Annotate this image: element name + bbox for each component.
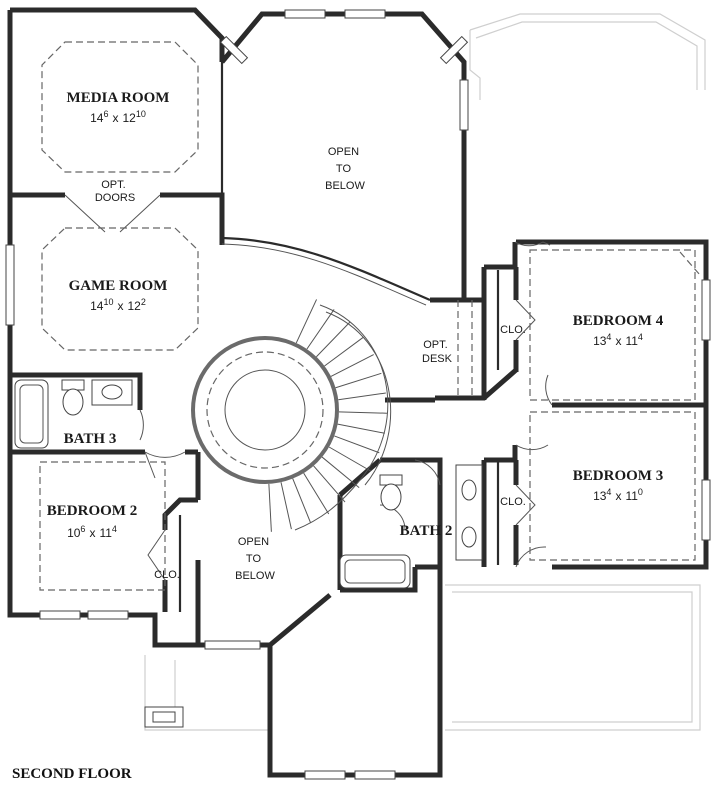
bath-fixtures (14, 379, 483, 589)
stair-tread (335, 372, 382, 389)
doors (64, 194, 553, 581)
plan-title: SECOND FLOOR (12, 766, 132, 782)
windows (5, 9, 711, 780)
stair-tread (338, 411, 387, 414)
stair-tread (313, 465, 346, 503)
stair-tread (330, 354, 374, 377)
spiral-stairs (191, 299, 392, 532)
stair-tread (292, 478, 312, 524)
ceiling-outlines (39, 41, 701, 591)
stair-tread (328, 446, 371, 472)
bedroom2-name: BEDROOM 2 (47, 503, 137, 519)
lower-floor-outline (144, 13, 706, 731)
bedroom3-name: BEDROOM 3 (573, 468, 663, 484)
opt-doors-label: OPT. DOORS (95, 179, 135, 204)
stair-tread (268, 483, 272, 532)
media-room-name: MEDIA ROOM (67, 90, 170, 106)
bath2-name: BATH 2 (400, 523, 453, 539)
open-below-bottom-label: OPEN TO BELOW (235, 536, 275, 582)
bedroom4-name: BEDROOM 4 (573, 313, 664, 329)
interior-walls (10, 62, 706, 612)
stair-tread (338, 392, 386, 401)
stair-tread (321, 456, 360, 488)
closet-b3-label: CLO. (500, 496, 526, 508)
stair-tread (303, 472, 330, 515)
open-below-top-label: OPEN TO BELOW (325, 146, 365, 192)
stair-tread (337, 423, 385, 434)
game-room-name: GAME ROOM (69, 278, 168, 294)
stair-tread (306, 309, 335, 350)
stair-tread (324, 337, 364, 367)
bath3-name: BATH 3 (64, 431, 117, 447)
stair-tread (334, 435, 380, 454)
stair-tread (295, 299, 318, 344)
stair-tread (316, 321, 351, 358)
stair-tread (280, 482, 292, 530)
closet-b2-label: CLO. (154, 569, 180, 581)
closet-b4-label: CLO. (500, 324, 526, 336)
opt-desk-label: OPT. DESK (422, 339, 453, 365)
